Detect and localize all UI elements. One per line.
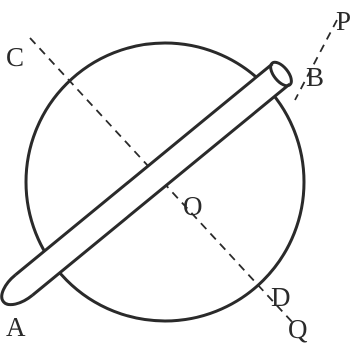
rod-edge-upper [14, 62, 274, 276]
circle [24, 41, 306, 323]
label-q: Q [288, 314, 308, 343]
rod-edge-lower [31, 83, 291, 297]
rod [0, 60, 293, 307]
label-b: B [306, 62, 324, 92]
label-p: P [336, 6, 351, 36]
rod-end-cap-a [0, 273, 34, 307]
line-cq [29, 37, 294, 324]
label-a: A [6, 312, 26, 342]
rod-body [15, 63, 290, 296]
label-o: O [183, 191, 203, 221]
line-pq [294, 19, 338, 101]
label-d: D [271, 282, 291, 312]
rod-end-cap-b [269, 60, 293, 88]
label-c: C [6, 42, 24, 72]
